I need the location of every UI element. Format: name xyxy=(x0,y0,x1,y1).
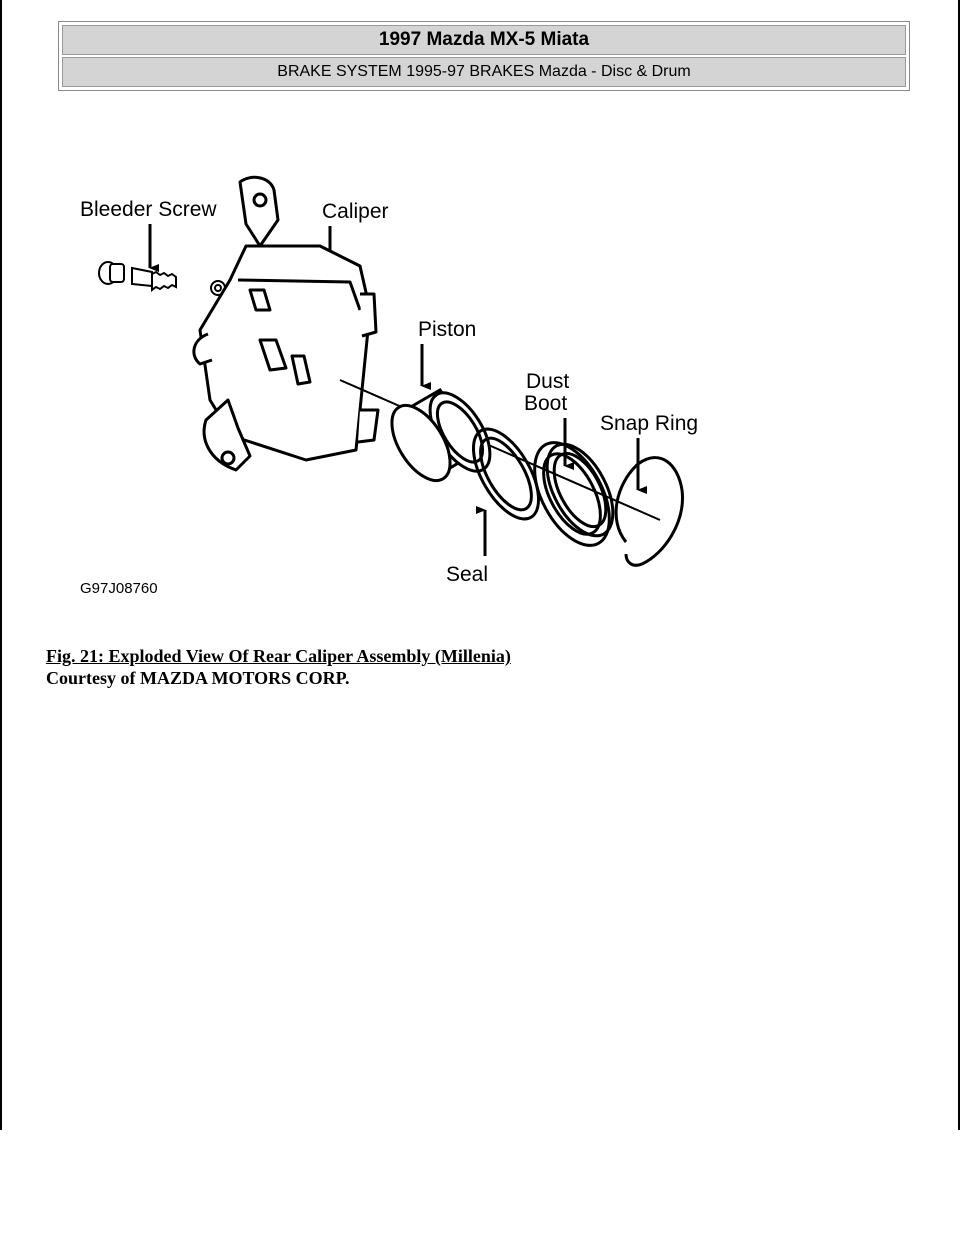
figure-title: Fig. 21: Exploded View Of Rear Caliper A… xyxy=(46,646,511,666)
label-snap-ring: Snap Ring xyxy=(600,412,698,435)
label-piston: Piston xyxy=(418,318,476,341)
page-border-left xyxy=(0,0,2,1130)
caliper-diagram-svg: Bleeder Screw Caliper Piston Dust Boot S… xyxy=(80,175,698,597)
caliper-drawing xyxy=(192,175,380,472)
piston-drawing xyxy=(390,387,492,482)
label-bleeder-screw: Bleeder Screw xyxy=(80,198,217,221)
label-caliper: Caliper xyxy=(322,200,389,223)
caliper-diagram: Bleeder Screw Caliper Piston Dust Boot S… xyxy=(60,160,720,610)
document-subtitle: BRAKE SYSTEM 1995-97 BRAKES Mazda - Disc… xyxy=(62,57,906,87)
figure-caption: Fig. 21: Exploded View Of Rear Caliper A… xyxy=(46,646,511,689)
label-seal: Seal xyxy=(446,563,488,586)
figure-courtesy: Courtesy of MAZDA MOTORS CORP. xyxy=(46,668,350,688)
document-title: 1997 Mazda MX-5 Miata xyxy=(62,25,906,55)
label-boot: Boot xyxy=(524,392,567,415)
figure-code: G97J08760 xyxy=(80,580,158,597)
page-border-right xyxy=(958,0,960,1130)
dust-boot-drawing xyxy=(533,441,615,547)
snap-ring-drawing xyxy=(614,456,684,567)
bleeder-screw-drawing xyxy=(98,261,226,296)
document-header: 1997 Mazda MX-5 Miata BRAKE SYSTEM 1995-… xyxy=(58,21,910,91)
label-dust: Dust xyxy=(526,370,569,393)
seal-drawing xyxy=(471,427,541,521)
